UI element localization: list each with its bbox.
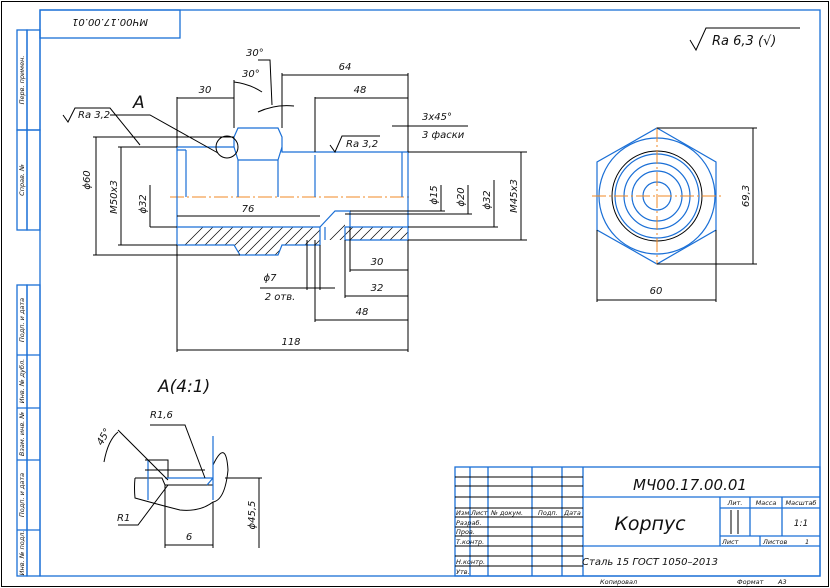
header-doc: № докум. [490, 509, 523, 517]
part-edges [177, 146, 403, 240]
dim-30-top: 30 [199, 85, 212, 96]
dim-6: 6 [186, 532, 192, 543]
dim-64: 64 [339, 62, 352, 73]
header-list: Лист [470, 509, 488, 517]
role-tech-control: Т.контр. [456, 538, 484, 546]
detail-view: A(4:1) R1,6 45° R1 6 ϕ45,5 [95, 377, 262, 548]
top-stamp-text: МЧ00.17.00.01 [72, 16, 148, 27]
header-date: Дата [563, 509, 581, 517]
sheet-label: Лист [721, 538, 739, 546]
dim-r1: R1 [117, 513, 130, 524]
top-stamp: МЧ00.17.00.01 [39, 9, 181, 39]
dim-angle-outer: 30° [246, 48, 264, 59]
sheets-value: 1 [805, 538, 809, 546]
stamp-label: Инв. № дубл. [18, 359, 26, 403]
header-sign: Подп. [538, 509, 558, 517]
side-stamps: Перв. примен. Справ. № Подп. и дата Инв.… [16, 29, 41, 577]
dim-hex-height: 69,3 [741, 185, 752, 207]
dim-phi20: ϕ20 [456, 187, 467, 206]
dim-r16: R1,6 [150, 410, 173, 421]
dim-phi32-right: ϕ32 [482, 190, 493, 209]
stamp-label: Подп. и дата [18, 298, 26, 342]
dim-phi7: ϕ7 [264, 273, 278, 284]
stamp-label: Справ. № [18, 164, 26, 196]
role-developer: Разраб. [456, 519, 482, 527]
dim-phi60: ϕ60 [82, 170, 93, 189]
dim-48-top: 48 [354, 85, 367, 96]
roughness-left: Ra 3,2 [78, 110, 110, 121]
title-designation: МЧ00.17.00.01 [633, 476, 747, 494]
scale-label: Масштаб [786, 499, 817, 507]
scale-value: 1:1 [794, 519, 808, 529]
dim-angle-inner: 30° [242, 69, 260, 80]
dim-chamfer: 3x45° [422, 112, 452, 123]
roughness-general-text: Ra 6,3 (√) [712, 34, 776, 49]
section-mark-label: A [132, 93, 145, 113]
end-view: 69,3 60 [592, 127, 757, 302]
dim-phi32-left: ϕ32 [138, 194, 149, 213]
dim-hex-width: 60 [650, 286, 663, 297]
section-hatch [177, 211, 408, 255]
detail-title: A(4:1) [157, 377, 210, 397]
dim-30-bottom: 30 [371, 257, 384, 268]
title-part-name: Корпус [614, 513, 686, 535]
role-approved: Утв. [456, 568, 470, 576]
stamp-label: Перв. примен. [18, 56, 26, 105]
mass-label: Масса [756, 499, 777, 507]
dim-angle-45: 45° [95, 427, 113, 448]
title-material: Сталь 15 ГОСТ 1050–2013 [582, 557, 718, 568]
dim-m45: M45x3 [509, 179, 520, 213]
holes-note: 2 отв. [265, 292, 296, 303]
dim-32: 32 [371, 283, 384, 294]
copied-label: Копировал [600, 578, 637, 586]
stamp-label: Подп. и дата [18, 473, 26, 517]
format-label: Формат [737, 578, 764, 586]
title-block: МЧ00.17.00.01 Корпус Сталь 15 ГОСТ 1050–… [454, 466, 821, 586]
stamp-label: Инв. № подл. [18, 531, 26, 576]
chamfer-note: 3 фаски [422, 130, 465, 141]
format-value: А3 [777, 578, 787, 586]
stamp-label: Взам. инв. № [18, 412, 26, 456]
dim-m50: M50x3 [109, 180, 120, 214]
dim-phi15: ϕ15 [429, 185, 440, 204]
part-outline [176, 147, 321, 256]
role-checker: Пров. [456, 528, 475, 536]
detail-callout-circle [215, 135, 239, 159]
lit-label: Лит. [727, 499, 743, 507]
general-roughness: Ra 6,3 (√) [689, 27, 800, 52]
sheets-label: Листов [762, 538, 787, 546]
dim-phi45: ϕ45,5 [247, 501, 258, 530]
main-view: A Ra 3,2 Ra 3,2 30 64 48 30° 30° 3x45° 3… [62, 48, 527, 352]
dim-48-bottom: 48 [356, 307, 369, 318]
role-norm-control: Н.контр. [456, 558, 485, 566]
header-izm: Изм. [456, 509, 471, 517]
roughness-right: Ra 3,2 [346, 139, 378, 150]
dim-118: 118 [281, 337, 300, 348]
dim-76: 76 [242, 204, 255, 215]
